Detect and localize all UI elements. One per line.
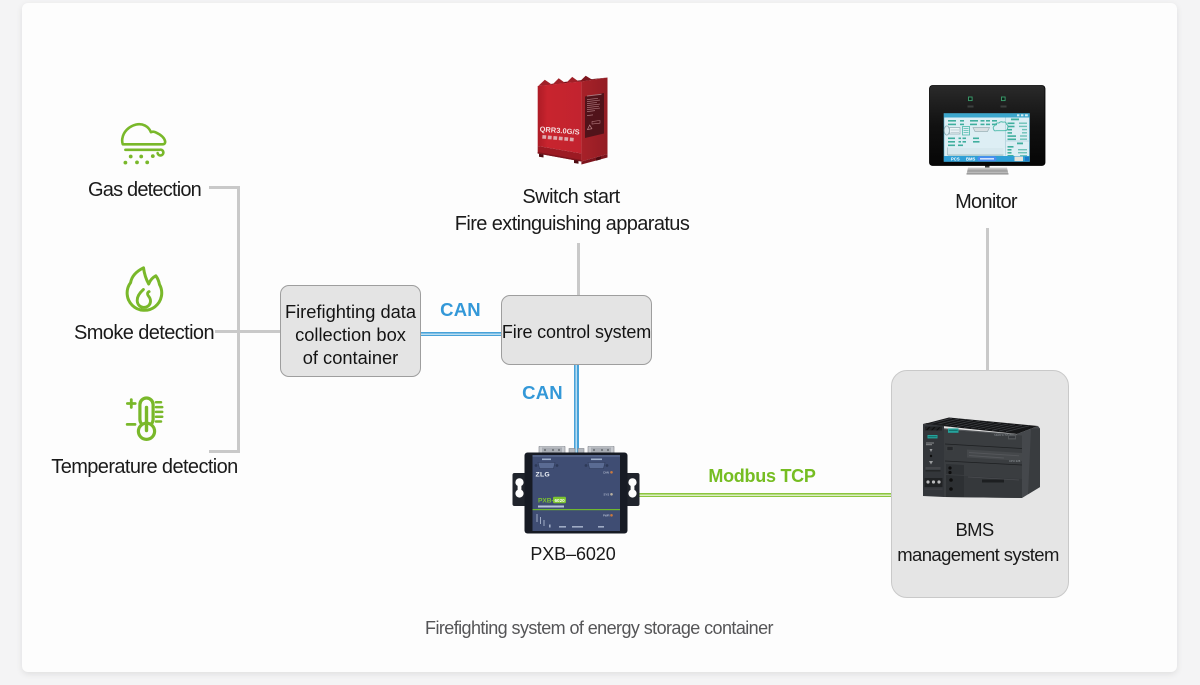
svg-text:6020: 6020 — [555, 498, 566, 503]
svg-text:SYS: SYS — [604, 492, 610, 496]
svg-text:CPU 226: CPU 226 — [1009, 459, 1021, 463]
svg-text:PWR: PWR — [603, 513, 610, 517]
svg-text:BMS: BMS — [966, 157, 976, 162]
svg-text:ZLG: ZLG — [536, 472, 551, 479]
svg-text:PCS: PCS — [951, 157, 960, 162]
svg-text:CAN: CAN — [603, 470, 609, 474]
svg-text:QRR3.0G/S: QRR3.0G/S — [539, 125, 580, 137]
svg-text:PXB-: PXB- — [538, 498, 554, 505]
svg-text:SIMATIC S7-200: SIMATIC S7-200 — [994, 433, 1014, 437]
